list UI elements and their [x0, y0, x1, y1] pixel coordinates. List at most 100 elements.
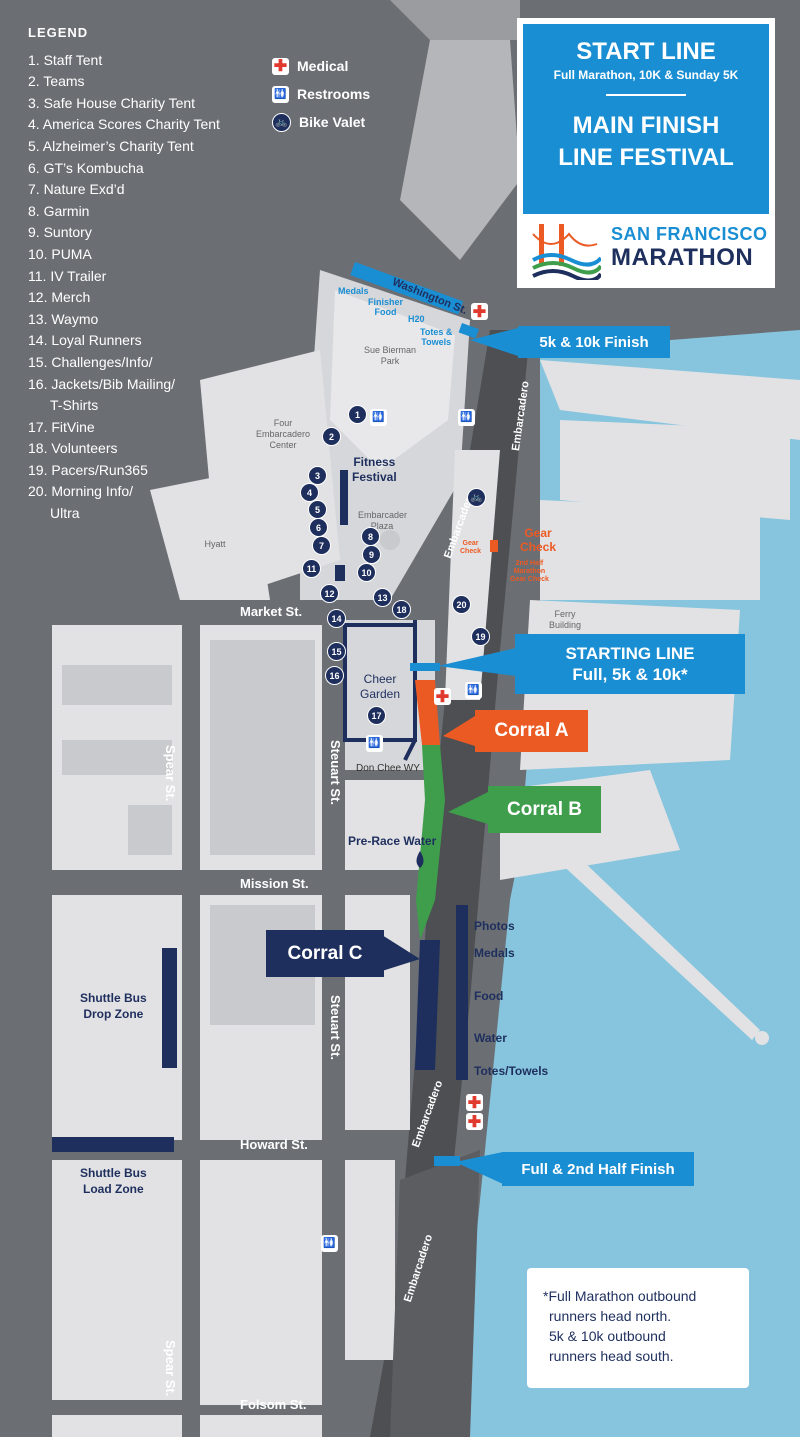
note-line-2: runners head north.: [549, 1308, 672, 1324]
label-embarcadero-plaza-2: Plaza: [370, 521, 394, 531]
street-howard: Howard St.: [240, 1137, 308, 1152]
callout-corral-a-label: Corral A: [494, 720, 569, 741]
label-totes-1: Totes &: [420, 327, 453, 337]
restroom-icon: 🚻: [321, 1235, 338, 1252]
street-spear-north: Spear St.: [163, 745, 178, 802]
north-block-a: [400, 40, 520, 260]
pier-ferry-north: [560, 420, 790, 520]
title-start-subtitle: Full Marathon, 10K & Sunday 5K: [553, 68, 739, 82]
legend-item: 3. Safe House Charity Tent: [28, 94, 196, 111]
hyatt-block: [150, 470, 270, 600]
ferry-building-pier: [540, 500, 760, 600]
callout-full-finish: Full & 2nd Half Finish: [502, 1152, 694, 1186]
rincon-park: [390, 1150, 480, 1437]
block-spear-mission: [52, 895, 182, 1140]
water-drop-icon: [416, 851, 424, 868]
legend-item: 5. Alzheimer’s Charity Tent: [28, 137, 194, 154]
legend-item: 14. Loyal Runners: [28, 332, 142, 349]
label-half-gear-2: Marathon: [513, 568, 546, 575]
title-box: START LINE Full Marathon, 10K & Sunday 5…: [517, 18, 775, 288]
callout-corral-b-label: Corral B: [507, 798, 582, 820]
label-totes-2: Towels: [421, 337, 452, 347]
callout-5k-10k-finish-label: 5k & 10k Finish: [539, 333, 649, 351]
callout-starting-line-sub: Full, 5k & 10k*: [572, 665, 688, 684]
label-medals: Medals: [474, 946, 515, 960]
marker-9: 9: [362, 545, 381, 564]
note-line-4: runners head south.: [549, 1348, 674, 1364]
street-mission: Mission St.: [240, 876, 309, 891]
title-divider: [606, 94, 686, 96]
marker-19: 19: [471, 627, 490, 646]
marker-16: 16: [325, 666, 344, 685]
street-folsom: Folsom St.: [240, 1397, 307, 1412]
key-bike-label: Bike Valet: [299, 114, 366, 130]
label-food: Food: [474, 989, 504, 1003]
label-cheer-1: Cheer: [363, 672, 397, 686]
block-pre-race: [345, 780, 430, 870]
label-shuttle-drop-2: Drop Zone: [83, 1007, 144, 1021]
title-line-festival: LINE FESTIVAL: [558, 144, 734, 171]
marker-5: 5: [308, 500, 327, 519]
full-finish-line-marker: [434, 1156, 460, 1166]
street-market: Market St.: [240, 604, 303, 619]
pier-14-end: [755, 1031, 769, 1045]
block-steuart-howard: [200, 1160, 322, 1405]
north-block-b: [390, 0, 520, 40]
marker-1: 1: [348, 405, 367, 424]
note-box: *Full Marathon outbound runners head nor…: [527, 1268, 749, 1388]
building-d: [210, 640, 315, 855]
label-gear-small-1: Gear: [462, 540, 479, 547]
legend-item: 4. America Scores Charity Tent: [28, 116, 220, 133]
key-medical-label: Medical: [297, 58, 349, 74]
label-cheer-2: Garden: [360, 687, 401, 701]
label-half-gear-3: Gear Check: [510, 576, 549, 583]
marker-2: 2: [322, 427, 341, 446]
legend-item: 12. Merch: [28, 289, 91, 306]
street-steuart-south: Steuart St.: [328, 995, 343, 1061]
starting-line-marker: [410, 663, 440, 671]
pier-north: [540, 360, 800, 440]
restroom-icon: 🚻: [465, 682, 482, 699]
legend-item: 13. Waymo: [28, 310, 99, 327]
key-medical: ✚Medical: [272, 52, 370, 80]
shuttle-load-zone: [52, 1137, 174, 1152]
legend-item: 9. Suntory: [28, 224, 92, 241]
bike-icon: 🚲: [272, 112, 291, 132]
merch-tent: [335, 565, 345, 581]
corral-c-area: [415, 940, 440, 1070]
legend-item: 18. Volunteers: [28, 440, 118, 457]
callout-starting-line-pointer: [438, 648, 516, 676]
marker-15: 15: [327, 642, 346, 661]
logo-text-bottom: MARATHON: [611, 244, 754, 271]
label-shuttle-load-2: Load Zone: [83, 1182, 144, 1196]
marker-6: 6: [309, 518, 328, 537]
marker-14: 14: [327, 609, 346, 628]
legend-item: 1. Staff Tent: [28, 51, 103, 68]
callout-starting-line: STARTING LINE Full, 5k & 10k*: [515, 634, 745, 694]
block-folsom-b: [200, 1415, 322, 1437]
key-bike: 🚲 Bike Valet: [272, 108, 370, 136]
label-embarcadero-plaza-1: Embarcader: [358, 510, 408, 520]
label-shuttle-drop-1: Shuttle Bus: [80, 991, 147, 1005]
legend-item: 8. Garmin: [28, 202, 90, 219]
label-gear-small-2: Check: [460, 548, 482, 555]
block-spear-howard: [52, 1160, 182, 1400]
note-line-3: 5k & 10k outbound: [549, 1328, 666, 1344]
label-finisher-food-2: Food: [374, 307, 397, 317]
restroom-icon: 🚻: [366, 735, 383, 752]
building-a: [62, 665, 172, 705]
embarcadero-median: [445, 450, 500, 700]
marker-18: 18: [392, 600, 411, 619]
callout-5k-10k-finish: 5k & 10k Finish: [518, 326, 670, 358]
label-four-embarcadero-1: Four: [273, 418, 293, 428]
legend-item: 15. Challenges/Info/: [28, 353, 153, 370]
label-gear-check-1: Gear: [524, 526, 552, 540]
restroom-icon: 🚻: [370, 409, 387, 426]
block-folsom-a: [52, 1415, 182, 1437]
label-four-embarcadero-2: Embarcadero: [255, 429, 311, 439]
